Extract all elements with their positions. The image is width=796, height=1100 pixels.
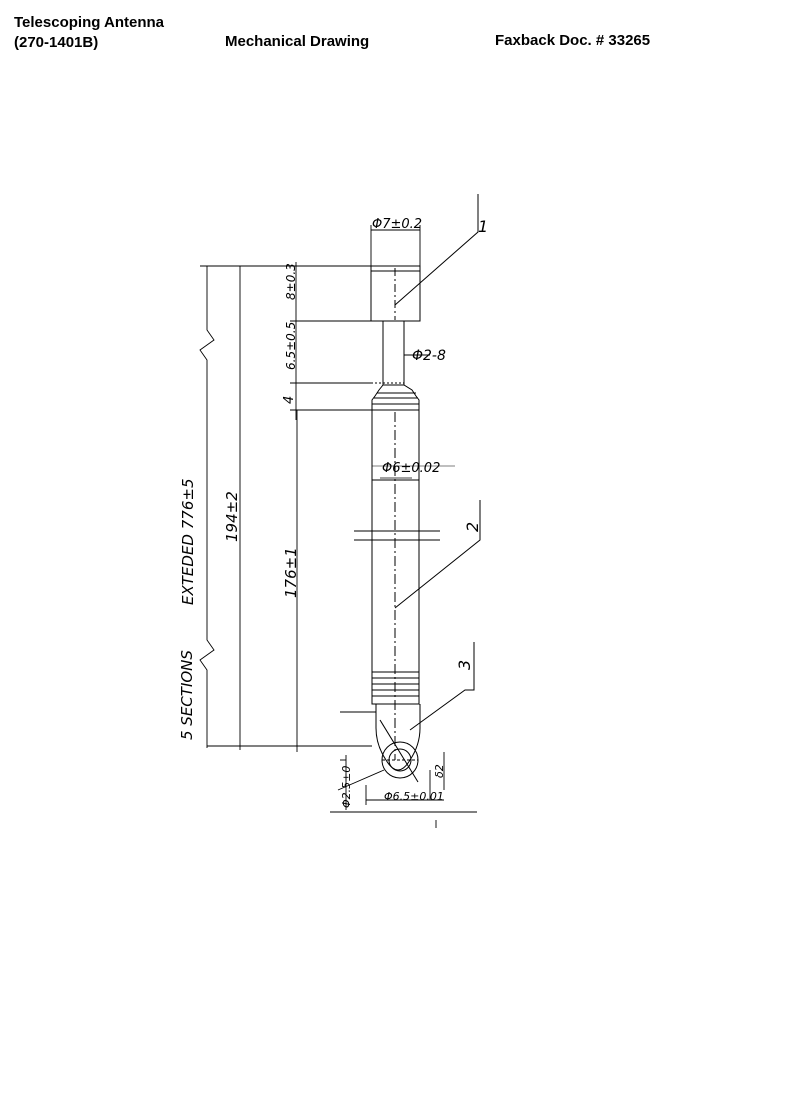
product-name: Telescoping Antenna [14,14,165,31]
callout-3: 3 [455,660,474,670]
callout-leaders [394,194,481,731]
lower-collar [371,671,420,705]
cap-diameter-label: Φ7±0.2 [372,217,422,232]
part-number: (270-1401B) [14,34,99,51]
cap-length-label: 8±0.3 [284,263,298,300]
body-length-label: 176±1 [282,547,300,598]
eye-diameter-label: Φ6.5±0.01 [384,790,444,803]
tube-diameter-label: Φ6±0.02 [382,461,440,476]
total-length-label: 194±2 [223,491,241,542]
hole-diameter-label: Φ2.5±0 [340,766,353,808]
eye-thickness-label: δ2 [433,764,446,778]
dimension-lines [199,225,477,828]
neck-length-label: 6.5±0.5 [284,322,298,370]
antenna-cap [370,265,421,322]
mount-eye [375,704,421,771]
neck-diameter-label: Φ2-8 [412,348,446,364]
extended-length-label: EXTEDED 776±5 [179,479,197,605]
collar-length-label: 4 [282,396,297,404]
document-type: Mechanical Drawing [225,33,370,50]
document-number: Faxback Doc. # 33265 [495,32,651,49]
sections-label: 5 SECTIONS [178,650,196,740]
callout-1: 1 [478,217,488,236]
callout-2: 2 [463,522,482,532]
antenna-body [354,265,440,783]
